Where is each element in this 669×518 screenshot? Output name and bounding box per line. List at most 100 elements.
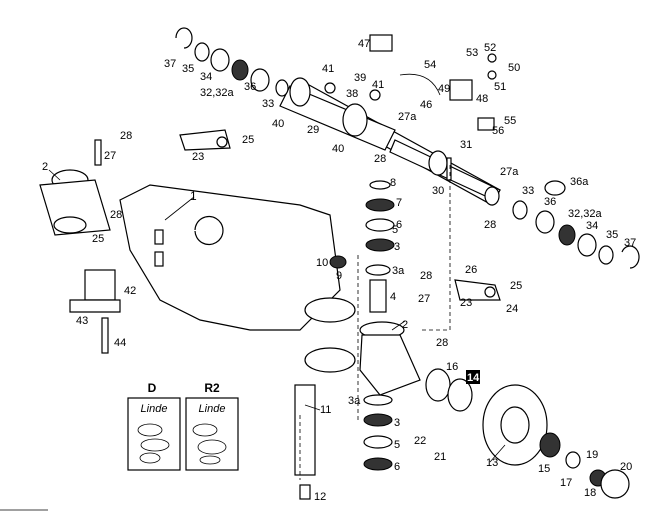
label-8: 8 <box>390 177 396 189</box>
lower-bearing-stack <box>363 394 393 471</box>
label-19: 19 <box>586 449 598 461</box>
steering-arm-right <box>454 279 501 301</box>
label-37: 37 <box>624 237 636 249</box>
label-27a: 27a <box>398 111 417 123</box>
label-32-32a: 32,32a <box>200 87 235 99</box>
label-31: 31 <box>460 139 472 151</box>
label-27: 27 <box>104 150 116 162</box>
label-20: 20 <box>620 461 632 473</box>
label-2: 2 <box>402 319 408 331</box>
label-16: 16 <box>446 361 458 373</box>
left-knuckle <box>39 139 111 236</box>
label-29: 29 <box>307 124 319 136</box>
label-28: 28 <box>420 270 432 282</box>
label-27: 27 <box>418 293 430 305</box>
label-3a: 3a <box>348 395 361 407</box>
right-knuckle <box>359 321 473 412</box>
kit-r2-title: R2 <box>204 381 220 395</box>
label-46: 46 <box>420 99 432 111</box>
label-1: 1 <box>190 189 197 203</box>
label-33: 33 <box>522 185 534 197</box>
label-3a: 3a <box>392 265 405 277</box>
label-50: 50 <box>508 62 520 74</box>
label-30: 30 <box>432 185 444 197</box>
label-14-highlight: 14 <box>466 370 480 384</box>
label-27a: 27a <box>500 166 519 178</box>
label-56: 56 <box>492 125 504 137</box>
label-33: 33 <box>262 98 274 110</box>
label-5: 5 <box>392 224 398 236</box>
label-25: 25 <box>510 280 522 292</box>
label-24: 24 <box>506 303 518 315</box>
label-35: 35 <box>182 63 194 75</box>
sensor-bracket <box>324 34 497 181</box>
label-37: 37 <box>164 58 176 70</box>
label-13: 13 <box>486 457 498 469</box>
label-40: 40 <box>272 118 284 130</box>
label-54: 54 <box>424 59 436 71</box>
label-48: 48 <box>476 93 488 105</box>
label-14: 14 <box>467 372 480 384</box>
label-51: 51 <box>494 81 506 93</box>
label-6: 6 <box>396 219 402 231</box>
label-4: 4 <box>390 291 396 303</box>
kingpin-stack <box>329 180 395 313</box>
label-18: 18 <box>584 487 596 499</box>
leader-lines <box>48 165 506 480</box>
label-17: 17 <box>560 477 572 489</box>
king-pin <box>294 384 316 500</box>
label-35: 35 <box>606 229 618 241</box>
label-41: 41 <box>322 63 334 75</box>
mount-block <box>69 269 121 354</box>
label-9: 9 <box>336 270 342 282</box>
label-22: 22 <box>414 435 426 447</box>
label-28: 28 <box>374 153 386 165</box>
kit-d-title: D <box>148 381 157 395</box>
label-52: 52 <box>484 42 496 54</box>
label-32-32a: 32,32a <box>568 208 603 220</box>
label-36a: 36a <box>570 176 589 188</box>
label-28: 28 <box>110 209 122 221</box>
kit-d: D Linde <box>127 381 181 471</box>
label-3: 3 <box>394 417 400 429</box>
label-53: 53 <box>466 47 478 59</box>
label-34: 34 <box>586 220 598 232</box>
label-41: 41 <box>372 79 384 91</box>
label-47: 47 <box>358 38 370 50</box>
label-39: 39 <box>354 72 366 84</box>
axle-body <box>119 184 356 373</box>
wheel-hub <box>482 384 630 499</box>
label-23: 23 <box>192 151 204 163</box>
label-12: 12 <box>314 491 326 503</box>
label-3: 3 <box>394 241 400 253</box>
label-6: 6 <box>394 461 400 473</box>
label-28: 28 <box>484 219 496 231</box>
label-28: 28 <box>436 337 448 349</box>
label-7: 7 <box>396 197 402 209</box>
label-43: 43 <box>76 315 88 327</box>
label-23: 23 <box>460 297 472 309</box>
label-28: 28 <box>120 130 132 142</box>
label-26: 26 <box>465 264 477 276</box>
label-10: 10 <box>316 257 328 269</box>
label-44: 44 <box>114 337 126 349</box>
label-25: 25 <box>92 233 104 245</box>
label-25: 25 <box>242 134 254 146</box>
kit-r2: R2 Linde <box>185 381 239 471</box>
left-seal-kit <box>175 27 289 97</box>
kit-r2-brand: Linde <box>199 403 226 415</box>
part-labels: 1 2 2 3 3 3a 3a 4 5 5 6 6 7 8 9 10 11 12… <box>42 38 636 503</box>
label-15: 15 <box>538 463 550 475</box>
label-5: 5 <box>394 439 400 451</box>
label-49: 49 <box>438 83 450 95</box>
label-40: 40 <box>332 143 344 155</box>
label-11: 11 <box>320 404 331 416</box>
label-21: 21 <box>434 451 446 463</box>
label-2: 2 <box>42 161 48 173</box>
label-36: 36 <box>244 81 256 93</box>
steering-arm-left <box>179 129 231 151</box>
kit-d-brand: Linde <box>141 403 168 415</box>
label-36: 36 <box>544 196 556 208</box>
label-34: 34 <box>200 71 212 83</box>
